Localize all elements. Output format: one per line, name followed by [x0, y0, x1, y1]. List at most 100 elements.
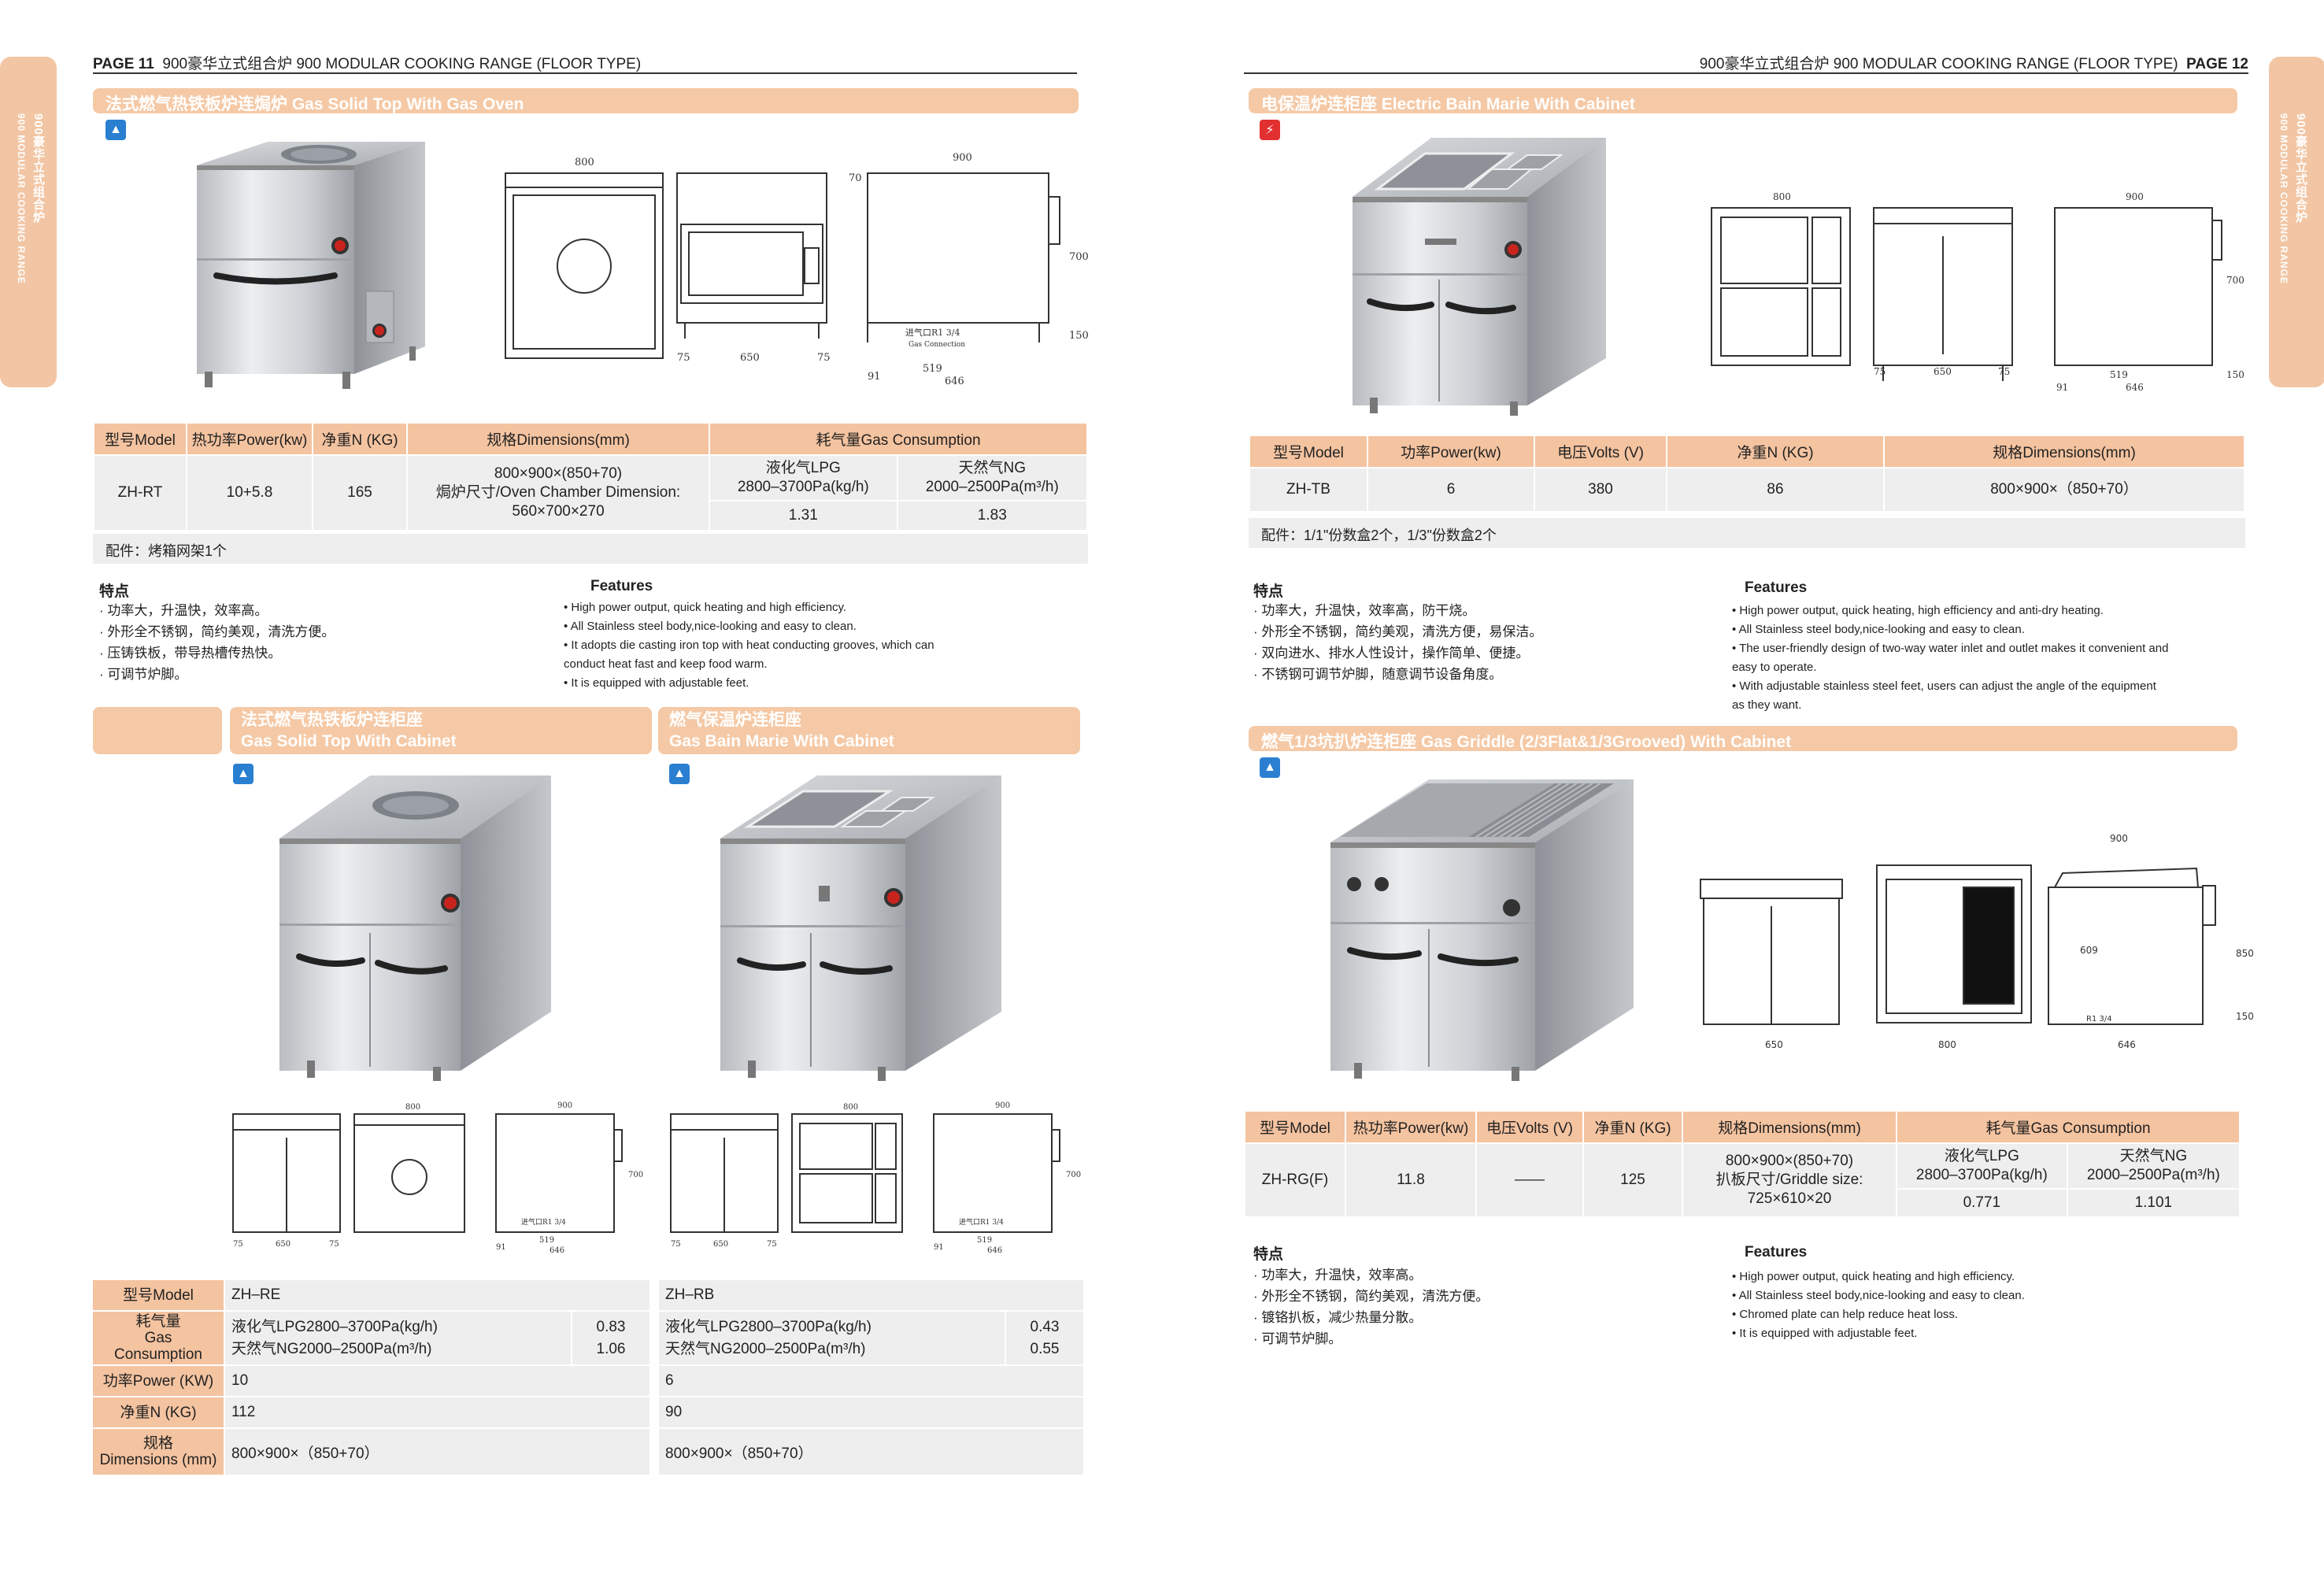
rb-dim-b2: 650: [713, 1240, 728, 1249]
list-item: easy to operate.: [1732, 661, 1817, 674]
rb-title-cn: 燃气保温炉连柜座: [669, 711, 801, 729]
rb-ng-value: 0.55: [1030, 1340, 1060, 1357]
rb-dimensions: 800×900×（850+70）: [657, 1427, 1085, 1476]
list-item: • It is equipped with adjustable feet.: [1732, 1327, 1918, 1340]
rb-dim-width: 800: [843, 1103, 858, 1112]
re-dim-d1: 91: [496, 1243, 506, 1252]
rg-technical-drawing: 650 800 900 609 850 150 646 R1 3/4: [1700, 833, 2254, 1050]
flame-icon: ▲: [233, 764, 253, 784]
tb-model: ZH-TB: [1249, 467, 1368, 513]
list-item: • All Stainless steel body,nice-looking …: [1732, 623, 2025, 636]
rb-model: ZH–RB: [657, 1279, 1085, 1312]
rb-lpg-value: 0.43: [1030, 1318, 1060, 1335]
combo-power-label: 功率Power (KW): [91, 1364, 225, 1397]
list-item: · 压铸铁板，带导热槽传热快。: [99, 646, 282, 661]
re-dim-height: 700: [628, 1171, 643, 1179]
rg-ng-value: 1.101: [2066, 1188, 2241, 1218]
re-dim-d2: 519: [539, 1236, 554, 1245]
rg-lpg-value: 0.771: [1896, 1188, 2068, 1218]
list-item: • High power output, quick heating and h…: [564, 601, 847, 614]
rt-dim-height: 700: [1069, 251, 1089, 263]
list-item: · 功率大，升温快，效率高，防干烧。: [1253, 603, 1476, 618]
rt-section-title: 法式燃气热铁板炉连焗炉 Gas Solid Top With Gas Oven: [93, 88, 1079, 113]
rt-ng-label: 天然气NG 2000–2500Pa(m³/h): [896, 454, 1089, 502]
re-dim-width2: 900: [557, 1101, 572, 1110]
rg-dim-height: 850: [2236, 948, 2254, 959]
rg-col-volts: 电压Volts (V): [1475, 1110, 1584, 1144]
re-title-cn: 法式燃气热铁板炉连柜座: [241, 711, 423, 729]
rt-accessory-note: 配件：烤箱网架1个: [93, 534, 1088, 564]
rb-dim-b1: 75: [671, 1240, 681, 1249]
list-item: • It is equipped with adjustable feet.: [564, 676, 749, 690]
flame-icon: ▲: [105, 120, 126, 140]
re-technical-drawing: 800 900 700 75 650 75 91 519 646 进气口R1 3…: [232, 1101, 643, 1255]
rt-lpg-value: 1.31: [709, 500, 898, 531]
rt-dim-b3: 75: [817, 352, 831, 364]
rt-ng-value: 1.83: [896, 500, 1089, 531]
rt-power: 10+5.8: [186, 454, 313, 531]
list-item: · 不锈钢可调节炉脚，随意调节设备角度。: [1253, 667, 1503, 682]
re-dim-b3: 75: [329, 1240, 339, 1249]
tb-col-volts: 电压Volts (V): [1534, 435, 1667, 468]
rt-dim-line2: 焗炉尺寸/Oven Chamber Dimension:: [435, 484, 681, 501]
tb-dim-width: 800: [1773, 191, 1791, 202]
rg-col-power: 热功率Power(kw): [1345, 1110, 1477, 1144]
tb-volts: 380: [1534, 467, 1667, 513]
list-item: • The user-friendly design of two-way wa…: [1732, 642, 2169, 655]
left-page-header: PAGE 11 900豪华立式组合炉 900 MODULAR COOKING R…: [93, 52, 641, 73]
list-item: as they want.: [1732, 698, 1802, 712]
combo-spacer-bar: [93, 707, 222, 754]
tb-col-dimensions: 规格Dimensions(mm): [1883, 435, 2245, 468]
rg-dim-line3: 725×610×20: [1747, 1190, 1832, 1207]
rt-dim-top-width: 800: [575, 157, 594, 168]
re-product-photo: [279, 775, 551, 1081]
rb-weight: 90: [657, 1396, 1085, 1429]
rb-dim-width2: 900: [995, 1101, 1010, 1110]
rg-volts: ——: [1475, 1142, 1584, 1218]
tb-power: 6: [1367, 467, 1535, 513]
list-item: · 外形全不锈钢，简约美观，清洗方便。: [99, 624, 335, 639]
tb-technical-drawing: 800 900 700 150 75 650 75 91 519 646: [1711, 191, 2244, 393]
rt-features-en-list: • High power output, quick heating and h…: [564, 598, 934, 693]
rg-spec-table: 型号Model 热功率Power(kw) 电压Volts (V) 净重N (KG…: [1244, 1110, 2241, 1218]
rg-product-photo: [1330, 779, 1634, 1081]
tb-col-power: 功率Power(kw): [1367, 435, 1535, 468]
tb-dim-d1: 91: [2056, 382, 2068, 393]
rt-dim-d3: 646: [945, 376, 964, 386]
list-item: · 可调节炉脚。: [1253, 1331, 1342, 1346]
left-page-number: PAGE 11: [93, 56, 154, 72]
rb-dim-height: 700: [1066, 1171, 1081, 1179]
rt-col-gas: 耗气量Gas Consumption: [709, 422, 1088, 456]
right-header-rule: [1244, 72, 2248, 74]
right-side-tab: 900豪华立式组合炉 900 MODULAR COOKING RANGE: [2269, 57, 2324, 387]
tb-spec-table: 型号Model 功率Power(kw) 电压Volts (V) 净重N (KG)…: [1249, 435, 2245, 513]
rg-dim-inner: 609: [2080, 945, 2098, 956]
combo-model-label: 型号Model: [91, 1279, 225, 1312]
left-side-tab-en: 900 MODULAR COOKING RANGE: [16, 113, 27, 285]
tb-dim-d3: 646: [2126, 382, 2144, 393]
rb-section-title: 燃气保温炉连柜座 Gas Bain Marie With Cabinet: [658, 707, 1080, 754]
left-side-tab-cn: 900豪华立式组合炉: [31, 113, 45, 224]
rg-features-cn-heading: 特点: [1253, 1246, 1284, 1263]
rg-lpg-label: 液化气LPG 2800–3700Pa(kg/h): [1896, 1142, 2068, 1190]
rg-dim-width: 650: [1765, 1039, 1783, 1050]
rt-dim-side-width: 900: [953, 152, 972, 164]
rt-dim-leg: 150: [1069, 330, 1089, 342]
rt-col-dimensions: 规格Dimensions(mm): [406, 422, 710, 456]
re-dimensions: 800×900×（850+70）: [224, 1427, 651, 1476]
rg-gas-connection: R1 3/4: [2086, 1015, 2112, 1024]
re-model: ZH–RE: [224, 1279, 651, 1312]
rb-technical-drawing: 800 900 700 75 650 75 91 519 646 进气口R1 3…: [670, 1101, 1081, 1255]
flame-icon: ▲: [669, 764, 690, 784]
rg-dim-width2: 800: [1938, 1039, 1956, 1050]
rt-dim-d2: 519: [923, 363, 942, 375]
rt-gas-connection: 进气口R1 3/4: [905, 327, 960, 338]
tb-dim-width2: 900: [2126, 191, 2144, 202]
list-item: · 外形全不锈钢，简约美观，清洗方便。: [1253, 1289, 1490, 1304]
tb-weight: 86: [1666, 467, 1885, 513]
re-dim-width: 800: [405, 1103, 420, 1112]
list-item: · 镀铬扒板，减少热量分散。: [1253, 1310, 1423, 1325]
tb-features-cn-list: · 功率大，升温快，效率高，防干烧。 · 外形全不锈钢，简约美观，清洗方便，易保…: [1253, 600, 1542, 685]
tb-features-en-list: • High power output, quick heating, high…: [1732, 602, 2168, 715]
rt-features-cn-heading: 特点: [99, 583, 130, 600]
